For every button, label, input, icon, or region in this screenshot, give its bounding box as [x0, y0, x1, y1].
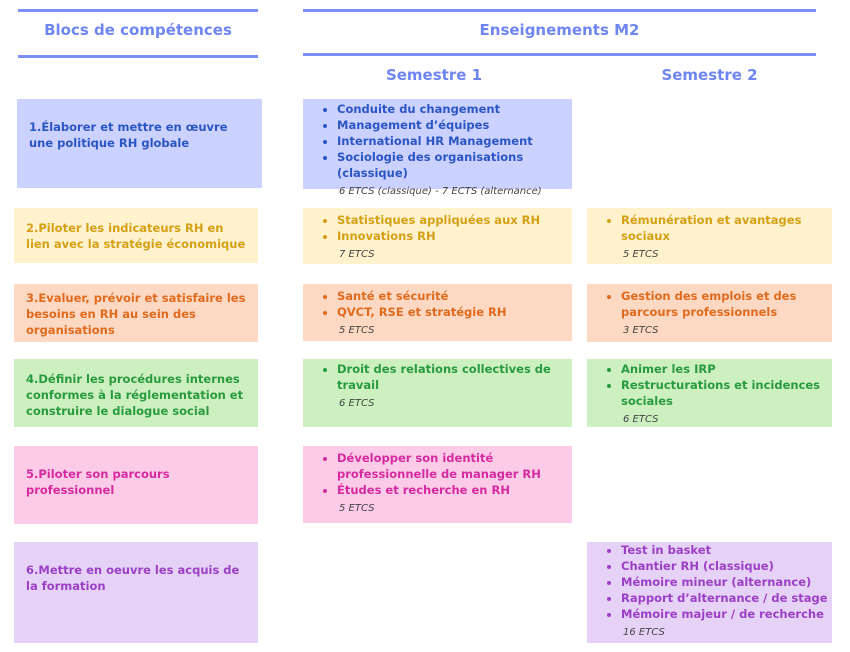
course-cell-s2: Animer les IRPRestructurations et incide… [587, 359, 832, 427]
course-list: Santé et sécuritéQVCT, RSE et stratégie … [303, 288, 572, 320]
ects-label: 16 ETCS [623, 627, 665, 638]
block-title: 1.Élaborer et mettre en œuvre une politi… [29, 120, 228, 150]
course-list: Animer les IRPRestructurations et incide… [587, 361, 832, 409]
course-list: Droit des relations collectives de trava… [303, 361, 572, 393]
course-list: Test in basketChantier RH (classique)Mém… [587, 542, 832, 622]
course-list: Rémunération et avantages sociaux [587, 212, 832, 244]
ects-label: 7 ETCS [339, 249, 375, 260]
course-item: Chantier RH (classique) [621, 558, 832, 574]
ects-label: 6 ETCS (classique) - 7 ECTS (alternance) [339, 186, 542, 197]
blocs-title: Blocs de compétences [44, 21, 232, 39]
enseignements-title: Enseignements M2 [479, 21, 640, 39]
course-item: Rapport d’alternance / de stage [621, 590, 832, 606]
course-item: Études et recherche en RH [337, 482, 572, 498]
ects-label: 3 ETCS [623, 325, 659, 336]
competence-block: 3.Evaluer, prévoir et satisfaire les bes… [14, 284, 258, 342]
divider [303, 53, 816, 56]
course-item: Sociologie des organisations (classique) [337, 149, 572, 181]
block-title: 2.Piloter les indicateurs RH en lien ave… [26, 221, 246, 251]
competence-block: 1.Élaborer et mettre en œuvre une politi… [17, 99, 262, 188]
competence-block: 6.Mettre en oeuvre les acquis de la form… [14, 542, 258, 643]
divider [303, 9, 816, 12]
course-item: QVCT, RSE et stratégie RH [337, 304, 572, 320]
course-item: Innovations RH [337, 228, 572, 244]
course-item: Animer les IRP [621, 361, 832, 377]
course-cell-s2: Gestion des emplois et des parcours prof… [587, 284, 832, 342]
course-item: Statistiques appliquées aux RH [337, 212, 572, 228]
semestre2-title: Semestre 2 [661, 66, 758, 84]
divider [18, 9, 258, 12]
block-title: 3.Evaluer, prévoir et satisfaire les bes… [26, 291, 246, 337]
course-item: International HR Management [337, 133, 572, 149]
course-cell-s1: Santé et sécuritéQVCT, RSE et stratégie … [303, 284, 572, 341]
competence-block: 2.Piloter les indicateurs RH en lien ave… [14, 208, 258, 263]
block-title: 5.Piloter son parcours professionnel [26, 467, 170, 497]
course-list: Développer son identité professionnelle … [303, 450, 572, 498]
course-item: Gestion des emplois et des parcours prof… [621, 288, 832, 320]
course-cell-s1: Développer son identité professionnelle … [303, 446, 572, 523]
divider [18, 55, 258, 58]
course-cell-s2: Test in basketChantier RH (classique)Mém… [587, 542, 832, 643]
course-list: Statistiques appliquées aux RHInnovation… [303, 212, 572, 244]
course-item: Mémoire mineur (alternance) [621, 574, 832, 590]
ects-label: 5 ETCS [623, 249, 659, 260]
course-item: Développer son identité professionnelle … [337, 450, 572, 482]
competence-block: 4.Définir les procédures internes confor… [14, 359, 258, 427]
ects-label: 6 ETCS [623, 414, 659, 425]
semestre1-title: Semestre 1 [385, 66, 483, 84]
course-cell-s1: Statistiques appliquées aux RHInnovation… [303, 208, 572, 264]
course-item: Management d’équipes [337, 117, 572, 133]
course-cell-s1: Droit des relations collectives de trava… [303, 359, 572, 427]
course-item: Santé et sécurité [337, 288, 572, 304]
course-list: Conduite du changementManagement d’équip… [303, 101, 572, 181]
course-item: Mémoire majeur / de recherche [621, 606, 832, 622]
block-title: 4.Définir les procédures internes confor… [26, 372, 244, 418]
course-cell-s1: Conduite du changementManagement d’équip… [303, 99, 572, 197]
course-item: Rémunération et avantages sociaux [621, 212, 832, 244]
course-item: Test in basket [621, 542, 832, 558]
course-list: Gestion des emplois et des parcours prof… [587, 288, 832, 320]
course-item: Conduite du changement [337, 101, 572, 117]
ects-label: 5 ETCS [339, 503, 375, 514]
ects-label: 5 ETCS [339, 325, 375, 336]
course-cell-s2: Rémunération et avantages sociaux 5 ETCS [587, 208, 832, 264]
competence-block: 5.Piloter son parcours professionnel [14, 446, 258, 524]
ects-label: 6 ETCS [339, 398, 375, 409]
course-item: Restructurations et incidences sociales [621, 377, 832, 409]
course-item: Droit des relations collectives de trava… [337, 361, 572, 393]
block-title: 6.Mettre en oeuvre les acquis de la form… [26, 563, 240, 593]
